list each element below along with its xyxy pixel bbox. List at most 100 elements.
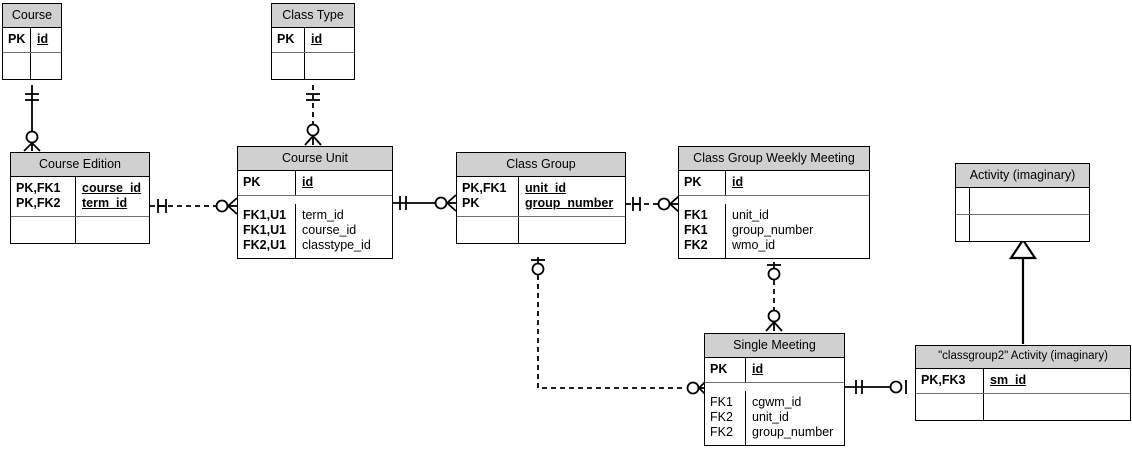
connector-class-group-to-cgwm xyxy=(626,195,680,213)
entity-attr-section xyxy=(956,213,1089,241)
key-line: PK xyxy=(462,195,480,210)
entity-single-meeting[interactable]: Single Meeting PK id FK1 FK2 FK2 cgwm_id… xyxy=(704,333,845,446)
entity-attr-section xyxy=(272,51,354,79)
attr-cell-empty xyxy=(31,53,61,79)
connector-classgroup2-inherits-activity xyxy=(1008,238,1038,344)
entity-attr-section: FK1 FK1 FK2 unit_id group_number wmo_id xyxy=(679,194,869,258)
key-cell-empty xyxy=(457,216,519,243)
key-line: FK1 xyxy=(684,222,708,237)
attr-line: classtype_id xyxy=(302,237,371,252)
entity-pk-section: PK id xyxy=(3,27,61,52)
attr-cell-empty xyxy=(970,215,1089,241)
entity-pk-section: PK id xyxy=(238,170,392,195)
key-line: FK1,U1 xyxy=(243,222,287,237)
attr-line: course_id xyxy=(302,222,357,237)
entity-title: Class Group Weekly Meeting xyxy=(679,147,869,171)
attr-cell: unit_id group_number xyxy=(519,177,625,216)
entity-attr-section xyxy=(11,215,149,243)
attr-line: term_id xyxy=(82,195,128,210)
attr-cell-empty xyxy=(76,217,149,243)
attr-line: term_id xyxy=(302,207,344,222)
key-line: FK2 xyxy=(710,424,733,439)
entity-course-edition[interactable]: Course Edition PK,FK1 PK,FK2 course_id t… xyxy=(10,152,150,244)
key-cell: PK,FK3 xyxy=(916,368,984,393)
key-line: PK,FK1 xyxy=(462,180,507,195)
entity-title: Course xyxy=(3,4,61,28)
entity-pk-section: PK id xyxy=(272,27,354,52)
entity-pk-section: PK,FK3 sm_id xyxy=(916,368,1130,393)
entity-class-type[interactable]: Class Type PK id xyxy=(271,3,355,80)
attr-line: course_id xyxy=(82,180,142,195)
key-cell: PK xyxy=(238,170,296,195)
attr-cell-empty xyxy=(519,217,625,243)
key-cell: PK xyxy=(272,27,305,52)
entity-attr-section xyxy=(916,392,1130,420)
connector-course-to-course-edition xyxy=(23,85,41,152)
entity-class-group[interactable]: Class Group PK,FK1 PK unit_id group_numb… xyxy=(456,152,626,244)
attr-line: group_number xyxy=(525,195,614,210)
entity-attr-section: FK1 FK2 FK2 cgwm_id unit_id group_number xyxy=(705,381,844,445)
attr-cell: unit_id group_number wmo_id xyxy=(726,204,869,258)
entity-title: Class Group xyxy=(457,153,625,177)
attr-line: unit_id xyxy=(732,207,769,222)
attr-cell: id xyxy=(752,361,764,376)
key-cell: FK1,U1 FK1,U1 FK2,U1 xyxy=(238,203,296,258)
attr-cell: id xyxy=(732,174,744,189)
key-cell: PK xyxy=(3,27,31,52)
key-line: PK,FK2 xyxy=(16,195,61,210)
key-cell-empty xyxy=(11,216,76,243)
key-cell-empty xyxy=(956,187,970,214)
attr-cell: id xyxy=(311,31,323,46)
key-line: FK1 xyxy=(710,394,733,409)
attr-cell-empty xyxy=(970,188,1089,214)
key-line: FK2 xyxy=(684,237,708,252)
entity-title: Single Meeting xyxy=(705,334,844,358)
entity-title: Activity (imaginary) xyxy=(956,164,1089,188)
attr-cell-empty xyxy=(984,394,1130,420)
connector-course-unit-to-class-group xyxy=(393,194,457,212)
entity-pk-section: PK,FK1 PK unit_id group_number xyxy=(457,176,625,216)
entity-pk-section: PK id xyxy=(679,170,869,195)
entity-attr-section xyxy=(457,215,625,243)
attr-cell: id xyxy=(37,31,49,46)
connector-course-edition-to-course-unit xyxy=(150,197,238,215)
key-cell: FK1 FK2 FK2 xyxy=(705,390,746,445)
key-cell: PK,FK1 PK,FK2 xyxy=(11,176,76,216)
attr-cell: course_id term_id xyxy=(76,177,149,216)
entity-classgroup2-activity[interactable]: "classgroup2" Activity (imaginary) PK,FK… xyxy=(915,345,1131,421)
key-cell-empty xyxy=(916,393,984,420)
entity-course-unit[interactable]: Course Unit PK id FK1,U1 FK1,U1 FK2,U1 t… xyxy=(237,146,393,259)
entity-pk-section: PK,FK1 PK,FK2 course_id term_id xyxy=(11,176,149,216)
key-line: PK,FK1 xyxy=(16,180,61,195)
key-cell-empty xyxy=(3,52,31,79)
attr-cell: id xyxy=(302,174,314,189)
attr-line: group_number xyxy=(732,222,814,237)
entity-activity-imaginary[interactable]: Activity (imaginary) xyxy=(955,163,1090,242)
attr-cell: term_id course_id classtype_id xyxy=(296,204,392,258)
key-cell: PK,FK1 PK xyxy=(457,176,519,216)
attr-line: unit_id xyxy=(752,409,789,424)
key-cell: PK xyxy=(705,357,746,382)
key-line: FK2 xyxy=(710,409,733,424)
entity-pk-section xyxy=(956,187,1089,214)
entity-title: "classgroup2" Activity (imaginary) xyxy=(916,346,1130,369)
connector-cgwm-to-single-meeting xyxy=(765,262,783,332)
key-cell: FK1 FK1 FK2 xyxy=(679,203,726,258)
entity-attr-section xyxy=(3,51,61,79)
attr-cell-empty xyxy=(305,53,354,79)
attr-line: wmo_id xyxy=(732,237,776,252)
key-line: FK1 xyxy=(684,207,708,222)
entity-title: Course Edition xyxy=(11,153,149,177)
attr-line: cgwm_id xyxy=(752,394,802,409)
attr-cell: cgwm_id unit_id group_number xyxy=(746,391,844,445)
attr-line: unit_id xyxy=(525,180,566,195)
key-line: FK1,U1 xyxy=(243,207,287,222)
connector-single-meeting-to-classgroup2 xyxy=(845,380,907,394)
key-cell-empty xyxy=(272,52,305,79)
connector-class-group-to-single-meeting xyxy=(531,257,708,397)
entity-class-group-weekly-meeting[interactable]: Class Group Weekly Meeting PK id FK1 FK1… xyxy=(678,146,870,259)
entity-course[interactable]: Course PK id xyxy=(2,3,62,80)
key-cell: PK xyxy=(679,170,726,195)
entity-attr-section: FK1,U1 FK1,U1 FK2,U1 term_id course_id c… xyxy=(238,194,392,258)
attr-line: group_number xyxy=(752,424,834,439)
